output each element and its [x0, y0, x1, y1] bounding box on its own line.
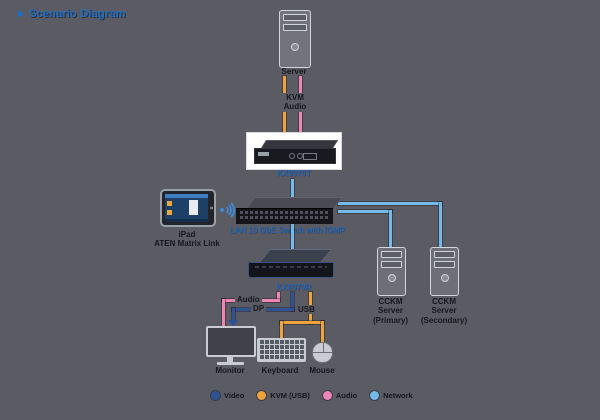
cable-network-tx-to-switch	[291, 179, 294, 204]
legend-label-audio: Audio	[335, 391, 358, 400]
cable-label-kvm: KVM	[286, 93, 304, 102]
cable-usb-to-keyboard	[280, 321, 283, 339]
cable-network-switch-to-secondary-h	[338, 202, 442, 205]
transmitter-port-icon	[297, 153, 303, 159]
ipad-app-panel	[189, 200, 198, 215]
cckm-primary-tower	[377, 247, 406, 296]
cckm-primary-drive-bay	[381, 251, 402, 258]
cckm-primary-label: CCKM Server (Primary)	[372, 297, 409, 325]
cckm-secondary-drive-bay	[434, 261, 455, 268]
cable-label-kvm-audio: KVM Audio	[276, 93, 314, 112]
legend-label-video: Video	[224, 391, 245, 400]
lan-switch-device	[236, 197, 344, 225]
legend-dot-1	[257, 391, 267, 400]
server-drive-bay	[283, 14, 307, 21]
cable-audio-rx-v2	[222, 299, 225, 328]
cable-network-switch-to-secondary-v	[439, 202, 442, 248]
keyboard-device	[257, 338, 306, 362]
cable-label-usb: USB	[296, 305, 317, 315]
lan-switch-label: LAN 10 GbE Switch with IGMP	[230, 226, 346, 235]
legend-item-kvm-usb: KVM (USB)	[257, 391, 310, 400]
legend-item-audio: Audio	[322, 391, 358, 400]
transmitter-device	[246, 132, 342, 170]
cable-usb-to-mouse	[321, 321, 324, 343]
legend: Video KVM (USB) Audio Network	[211, 391, 413, 400]
ipad-app-tile	[167, 201, 172, 206]
ipad-screen	[165, 194, 208, 222]
lan-switch-front-face	[236, 208, 333, 224]
transmitter-front-face	[254, 148, 336, 164]
ipad-app-tile	[167, 210, 172, 215]
legend-dot-3	[370, 391, 380, 400]
transmitter-label: KX9970T	[277, 169, 311, 178]
cckm-primary-power-button-icon	[387, 273, 396, 282]
legend-dot-0	[211, 391, 220, 400]
transmitter-port-icon	[303, 153, 317, 160]
cckm-secondary-label: CCKM Server (Secondary)	[420, 297, 468, 325]
legend-item-video: Video	[211, 391, 244, 400]
monitor-stand	[227, 357, 233, 362]
server-tower	[279, 10, 311, 68]
video-arrow-icon	[228, 320, 238, 327]
server-label: Server	[281, 67, 307, 76]
receiver-vents	[255, 266, 327, 268]
monitor-label: Monitor	[215, 366, 245, 375]
mouse-label: Mouse	[309, 366, 335, 375]
receiver-label: KX9970R	[276, 283, 312, 292]
cable-network-switch-to-primary-h	[338, 210, 392, 213]
cable-network-switch-to-rx	[291, 224, 294, 252]
transmitter-port-icon	[289, 153, 295, 159]
ipad-tablet	[160, 189, 216, 227]
lan-switch-ports-row	[240, 216, 329, 219]
legend-dot-2	[322, 391, 332, 400]
cckm-secondary-drive-bay	[434, 251, 455, 258]
cckm-secondary-tower	[430, 247, 459, 296]
cable-label-audio-bottom: Audio	[235, 295, 262, 305]
page-title-text: Scenario Diagram	[29, 8, 126, 20]
receiver-front-face	[248, 262, 334, 278]
cable-video-rx-v1	[291, 292, 294, 311]
receiver-device	[246, 248, 338, 280]
ipad-home-button-icon	[210, 206, 213, 210]
cable-usb-rx-h	[280, 321, 324, 324]
monitor-base	[217, 362, 244, 365]
keyboard-label: Keyboard	[261, 366, 299, 375]
cable-network-switch-to-primary-v	[389, 210, 392, 248]
legend-label-kvm-usb: KVM (USB)	[270, 391, 310, 400]
ipad-app-header	[165, 194, 208, 198]
legend-label-network: Network	[383, 391, 413, 400]
aten-matrix-link-label: ATEN Matrix Link	[154, 239, 220, 248]
mouse-device	[312, 342, 333, 363]
cable-audio-rx-v1	[277, 292, 280, 301]
ipad-app-footer	[165, 219, 208, 222]
bullet-arrow-icon	[18, 10, 24, 18]
cckm-primary-drive-bay	[381, 261, 402, 268]
page-title: Scenario Diagram	[18, 8, 126, 20]
lan-switch-ports-row	[240, 211, 329, 214]
server-drive-bay	[283, 24, 307, 31]
server-power-button-icon	[291, 43, 299, 52]
cable-label-dp: DP	[251, 304, 267, 314]
ipad-label: iPad	[178, 230, 196, 239]
monitor-device	[206, 326, 256, 357]
legend-item-network: Network	[370, 391, 413, 400]
transmitter-logo	[258, 152, 269, 156]
cable-video-rx-v2	[232, 308, 235, 321]
cckm-secondary-power-button-icon	[440, 273, 449, 282]
cable-label-audio-top: Audio	[283, 102, 307, 112]
